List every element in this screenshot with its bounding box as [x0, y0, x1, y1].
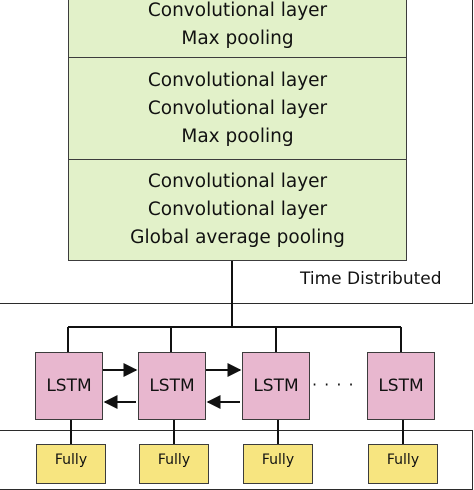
cnn-block-2: Convolutional layer Convolutional layer …: [68, 57, 407, 160]
layer-label: Convolutional layer: [147, 171, 328, 192]
lstm-cell-2: LSTM: [138, 352, 206, 420]
fully-box-3: Fully: [243, 444, 313, 484]
fully-box-4: Fully: [368, 444, 438, 484]
lstm-cell-4: LSTM: [367, 352, 435, 420]
fully-label: Fully: [386, 452, 420, 468]
connector-lines: [67, 261, 404, 444]
layer-label: Max pooling: [181, 28, 294, 49]
layer-label: Global average pooling: [130, 227, 345, 248]
fully-box-2: Fully: [139, 444, 209, 484]
layer-label: Convolutional layer: [147, 69, 328, 91]
lstm-cell-3: LSTM: [242, 352, 310, 420]
time-distributed-frame: [0, 0, 473, 304]
lstm-label: LSTM: [149, 376, 195, 396]
layer-label: Convolutional layer: [147, 97, 328, 119]
fully-label: Fully: [54, 452, 88, 468]
layer-label: Convolutional layer: [147, 0, 328, 21]
fully-box-1: Fully: [36, 444, 106, 484]
lstm-label: LSTM: [253, 376, 299, 396]
fully-label: Fully: [157, 452, 191, 468]
lstm-label: LSTM: [46, 376, 92, 396]
layer-label: Max pooling: [181, 125, 294, 147]
layer-label: Convolutional layer: [147, 199, 328, 220]
fully-label: Fully: [261, 452, 295, 468]
cnn-block-3: Convolutional layer Convolutional layer …: [68, 159, 407, 261]
time-distributed-label: Time Distributed: [300, 269, 442, 289]
ellipsis: · · · ·: [312, 375, 355, 394]
lstm-cell-1: LSTM: [35, 352, 103, 420]
lstm-label: LSTM: [378, 376, 424, 396]
